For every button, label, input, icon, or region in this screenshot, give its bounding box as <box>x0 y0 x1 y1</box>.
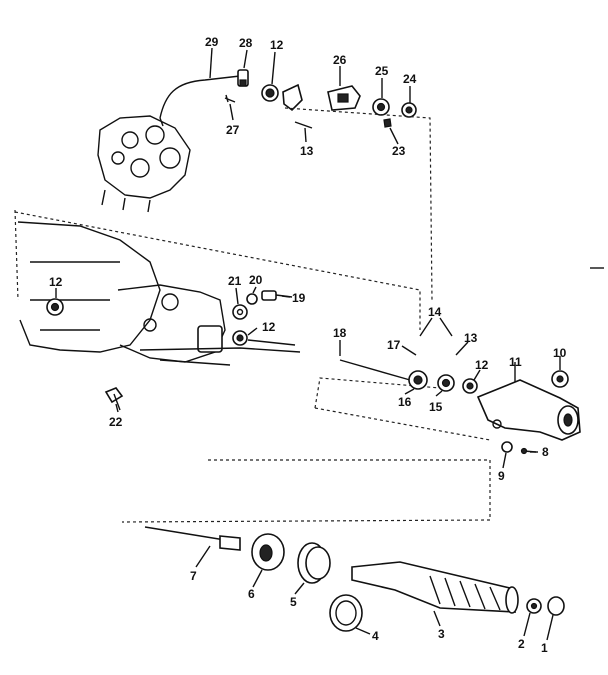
part-26 <box>327 85 361 111</box>
label-23: 23 <box>392 144 406 158</box>
label-18: 18 <box>333 326 347 340</box>
part-28 <box>237 69 249 87</box>
part-13-top <box>294 121 313 129</box>
label-17: 17 <box>387 338 401 352</box>
part-4 <box>329 594 363 632</box>
label-16: 16 <box>398 395 412 409</box>
leader-lines <box>55 47 561 641</box>
label-29: 29 <box>205 35 219 49</box>
part-25 <box>372 98 390 116</box>
label-15: 15 <box>429 400 443 414</box>
label-12-right: 12 <box>475 358 489 372</box>
part-11-bracket <box>476 379 581 441</box>
label-13-top: 13 <box>300 144 314 158</box>
label-2: 2 <box>518 637 525 651</box>
label-7: 7 <box>190 569 197 583</box>
label-10: 10 <box>553 346 567 360</box>
part-20 <box>246 293 258 305</box>
label-21: 21 <box>228 274 242 288</box>
label-12-left: 12 <box>49 275 63 289</box>
label-11: 11 <box>509 355 522 369</box>
throttle-cable <box>159 75 241 119</box>
part-10 <box>551 370 569 388</box>
label-28: 28 <box>239 36 253 50</box>
part-18-rod <box>339 359 411 381</box>
midsection-housing <box>17 221 301 366</box>
part-15 <box>437 374 455 392</box>
label-24: 24 <box>403 72 417 86</box>
part-23 <box>383 118 392 128</box>
label-14: 14 <box>428 305 442 319</box>
part-2 <box>526 598 542 614</box>
label-4: 4 <box>372 629 379 643</box>
label-8: 8 <box>542 445 549 459</box>
part-16-gear <box>408 370 428 390</box>
label-19: 19 <box>292 291 306 305</box>
part-12-right <box>462 378 478 394</box>
label-20: 20 <box>249 273 263 287</box>
part-27 <box>224 94 236 103</box>
label-26: 26 <box>333 53 347 67</box>
label-5: 5 <box>290 595 297 609</box>
label-27: 27 <box>226 123 240 137</box>
part-9 <box>501 441 513 453</box>
label-1: 1 <box>541 641 548 655</box>
part-22 <box>104 387 124 411</box>
callout-labels: 29 28 12 26 25 24 27 13 23 12 21 20 19 1… <box>49 35 567 655</box>
label-13-right: 13 <box>464 331 478 345</box>
part-3-handle <box>351 561 519 614</box>
label-9: 9 <box>498 469 505 483</box>
part-12-left <box>46 298 64 316</box>
part-5 <box>297 542 331 584</box>
label-22: 22 <box>109 415 123 429</box>
part-19 <box>261 290 293 301</box>
part-21 <box>232 304 248 320</box>
label-12-top: 12 <box>270 38 284 52</box>
part-7-cable <box>144 526 226 541</box>
label-3: 3 <box>438 627 445 641</box>
part-12-mid <box>232 330 296 346</box>
part-1 <box>547 596 565 616</box>
label-25: 25 <box>375 64 389 78</box>
part-12-top <box>261 84 279 102</box>
part-6 <box>251 533 285 571</box>
label-6: 6 <box>248 587 255 601</box>
part-24 <box>401 102 417 118</box>
engine-upper-assembly <box>97 115 191 213</box>
label-12-mid: 12 <box>262 320 276 334</box>
